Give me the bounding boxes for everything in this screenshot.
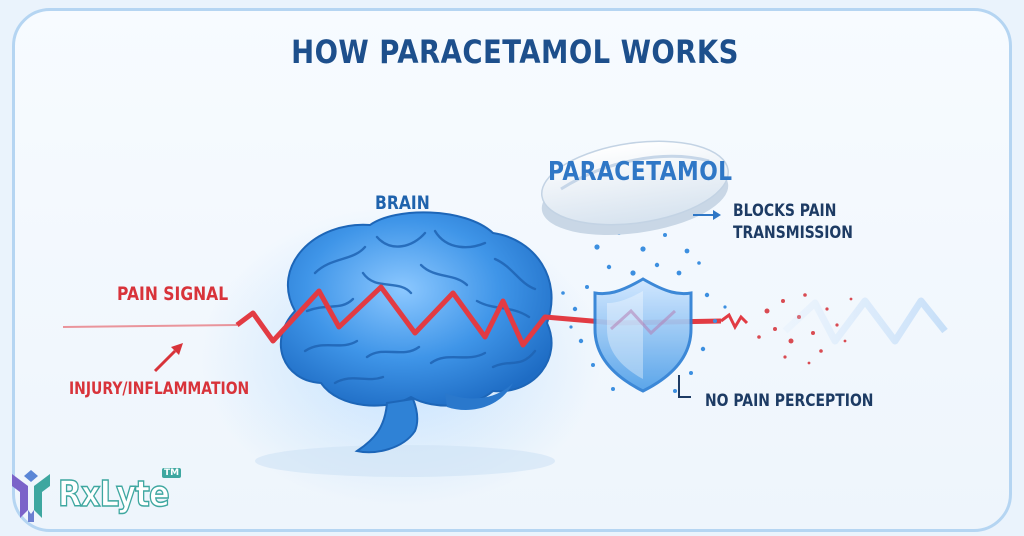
injury-label: INJURY/INFLAMMATION	[69, 379, 250, 399]
blocks-transmission-label: BLOCKS PAIN TRANSMISSION	[733, 200, 853, 244]
logo-text: RxLyte	[57, 473, 170, 516]
brain-icon	[279, 211, 553, 454]
arrow-icon	[153, 343, 183, 373]
diagram-graphic	[62, 140, 948, 507]
paracetamol-tablet-icon	[540, 140, 730, 235]
logo-icon	[12, 470, 50, 522]
trademark-badge: TM	[162, 468, 182, 478]
pain-signal-label: PAIN SIGNAL	[117, 283, 229, 305]
shield-icon	[593, 277, 693, 393]
no-pain-perception-label: NO PAIN PERCEPTION	[705, 391, 874, 411]
brand-logo: RxLyte TM	[6, 468, 216, 532]
blocks-line-2: TRANSMISSION	[733, 223, 853, 243]
diagram-frame: HOW PARACETAMOL WORKS BRAIN PAIN SIGNAL …	[12, 8, 1012, 532]
brain-label: BRAIN	[375, 192, 430, 214]
page-title: HOW PARACETAMOL WORKS	[291, 33, 739, 71]
pain-signal-line	[62, 284, 749, 348]
blocks-line-1: BLOCKS PAIN	[733, 201, 837, 221]
tablet-label: PARACETAMOL	[548, 157, 733, 187]
